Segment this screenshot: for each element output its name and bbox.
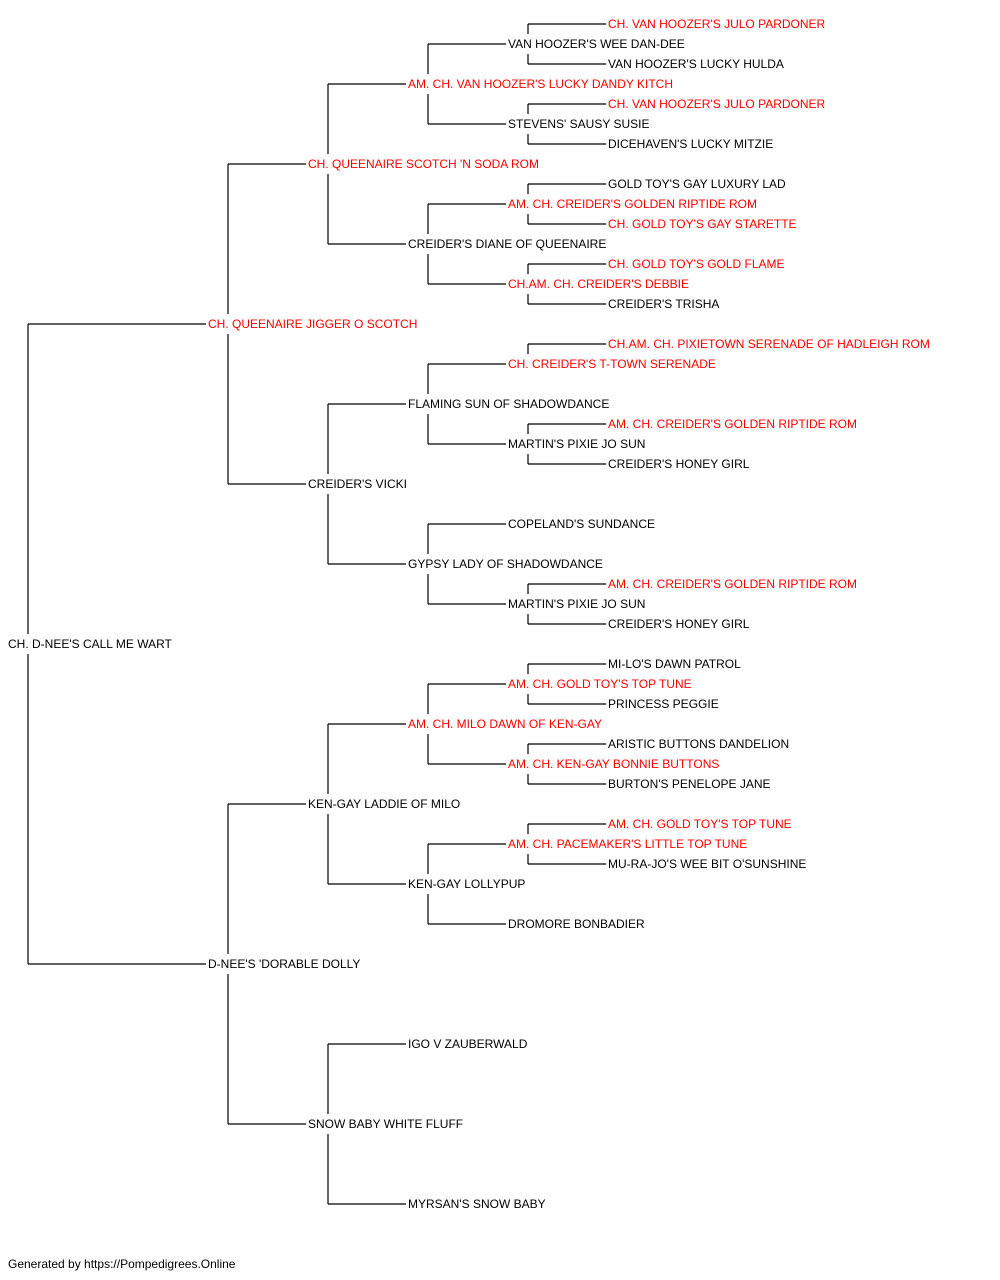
- dog-sire-sire-dam-dam-dam-name: CREIDER'S TRISHA: [608, 297, 719, 311]
- dog-dam-sire-dam-sire-name: AM. CH. PACEMAKER'S LITTLE TOP TUNE: [508, 837, 747, 851]
- dog-sire-sire-sire-dam-sire-name: CH. VAN HOOZER'S JULO PARDONER: [608, 97, 826, 111]
- dog-sire-name: CH. QUEENAIRE JIGGER O SCOTCH: [208, 317, 417, 331]
- footer-credit: Generated by https://Pompedigrees.Online: [8, 1257, 236, 1271]
- dog-sire-dam-dam-dam-dam-name: CREIDER'S HONEY GIRL: [608, 617, 750, 631]
- dog-sire-sire-sire-dam-name: STEVENS' SAUSY SUSIE: [508, 117, 649, 131]
- dog-sire-sire-sire-sire-dam-name: VAN HOOZER'S LUCKY HULDA: [608, 57, 784, 71]
- dog-sire-sire-sire-dam-dam-name: DICEHAVEN'S LUCKY MITZIE: [608, 137, 773, 151]
- dog-sire-sire-sire-sire-sire-name: CH. VAN HOOZER'S JULO PARDONER: [608, 17, 826, 31]
- dog-sire-dam-name: CREIDER'S VICKI: [308, 477, 407, 491]
- dog-dam-sire-dam-sire-dam-name: MU-RA-JO'S WEE BIT O'SUNSHINE: [608, 857, 806, 871]
- dog-dam-sire-dam-dam-name: DROMORE BONBADIER: [508, 917, 645, 931]
- dog-sire-dam-sire-dam-sire-name: AM. CH. CREIDER'S GOLDEN RIPTIDE ROM: [608, 417, 857, 431]
- dog-sire-sire-dam-sire-dam-name: CH. GOLD TOY'S GAY STARETTE: [608, 217, 797, 231]
- dog-sire-sire-dam-sire-sire-name: GOLD TOY'S GAY LUXURY LAD: [608, 177, 786, 191]
- dog-sire-dam-sire-sire-name: CH. CREIDER'S T-TOWN SERENADE: [508, 357, 716, 371]
- dog-sire-dam-dam-dam-name: MARTIN'S PIXIE JO SUN: [508, 597, 645, 611]
- dog-dam-dam-dam-name: MYRSAN'S SNOW BABY: [408, 1197, 546, 1211]
- dog-dam-sire-sire-sire-name: AM. CH. GOLD TOY'S TOP TUNE: [508, 677, 692, 691]
- dog-sire-sire-dam-dam-sire-name: CH. GOLD TOY'S GOLD FLAME: [608, 257, 785, 271]
- dog-dam-sire-sire-dam-sire-name: ARISTIC BUTTONS DANDELION: [608, 737, 789, 751]
- dog-sire-sire-dam-sire-name: AM. CH. CREIDER'S GOLDEN RIPTIDE ROM: [508, 197, 757, 211]
- dog-sire-dam-sire-dam-dam-name: CREIDER'S HONEY GIRL: [608, 457, 750, 471]
- dog-name: CH. D-NEE'S CALL ME WART: [8, 637, 173, 651]
- dog-dam-sire-sire-name: AM. CH. MILO DAWN OF KEN-GAY: [408, 717, 602, 731]
- dog-sire-sire-dam-dam-name: CH.AM. CH. CREIDER'S DEBBIE: [508, 277, 689, 291]
- dog-sire-sire-sire-name: AM. CH. VAN HOOZER'S LUCKY DANDY KITCH: [408, 77, 673, 91]
- dog-dam-sire-dam-sire-sire-name: AM. CH. GOLD TOY'S TOP TUNE: [608, 817, 792, 831]
- dog-sire-sire-name: CH. QUEENAIRE SCOTCH 'N SODA ROM: [308, 157, 539, 171]
- dog-sire-dam-sire-sire-sire-name: CH.AM. CH. PIXIETOWN SERENADE OF HADLEIG…: [608, 337, 930, 351]
- dog-sire-dam-dam-name: GYPSY LADY OF SHADOWDANCE: [408, 557, 603, 571]
- dog-dam-sire-dam-name: KEN-GAY LOLLYPUP: [408, 877, 525, 891]
- dog-dam-sire-sire-sire-dam-name: PRINCESS PEGGIE: [608, 697, 719, 711]
- dog-dam-sire-sire-dam-dam-name: BURTON'S PENELOPE JANE: [608, 777, 771, 791]
- dog-sire-dam-dam-sire-name: COPELAND'S SUNDANCE: [508, 517, 655, 531]
- dog-sire-dam-dam-dam-sire-name: AM. CH. CREIDER'S GOLDEN RIPTIDE ROM: [608, 577, 857, 591]
- dog-sire-sire-dam-name: CREIDER'S DIANE OF QUEENAIRE: [408, 237, 606, 251]
- dog-dam-sire-sire-dam-name: AM. CH. KEN-GAY BONNIE BUTTONS: [508, 757, 719, 771]
- dog-dam-dam-name: SNOW BABY WHITE FLUFF: [308, 1117, 463, 1131]
- dog-dam-name: D-NEE'S 'DORABLE DOLLY: [208, 957, 360, 971]
- dog-sire-dam-sire-name: FLAMING SUN OF SHADOWDANCE: [408, 397, 609, 411]
- dog-dam-dam-sire-name: IGO V ZAUBERWALD: [408, 1037, 528, 1051]
- dog-sire-dam-sire-dam-name: MARTIN'S PIXIE JO SUN: [508, 437, 645, 451]
- dog-dam-sire-sire-sire-sire-name: MI-LO'S DAWN PATROL: [608, 657, 741, 671]
- dog-dam-sire-name: KEN-GAY LADDIE OF MILO: [308, 797, 460, 811]
- dog-sire-sire-sire-sire-name: VAN HOOZER'S WEE DAN-DEE: [508, 37, 685, 51]
